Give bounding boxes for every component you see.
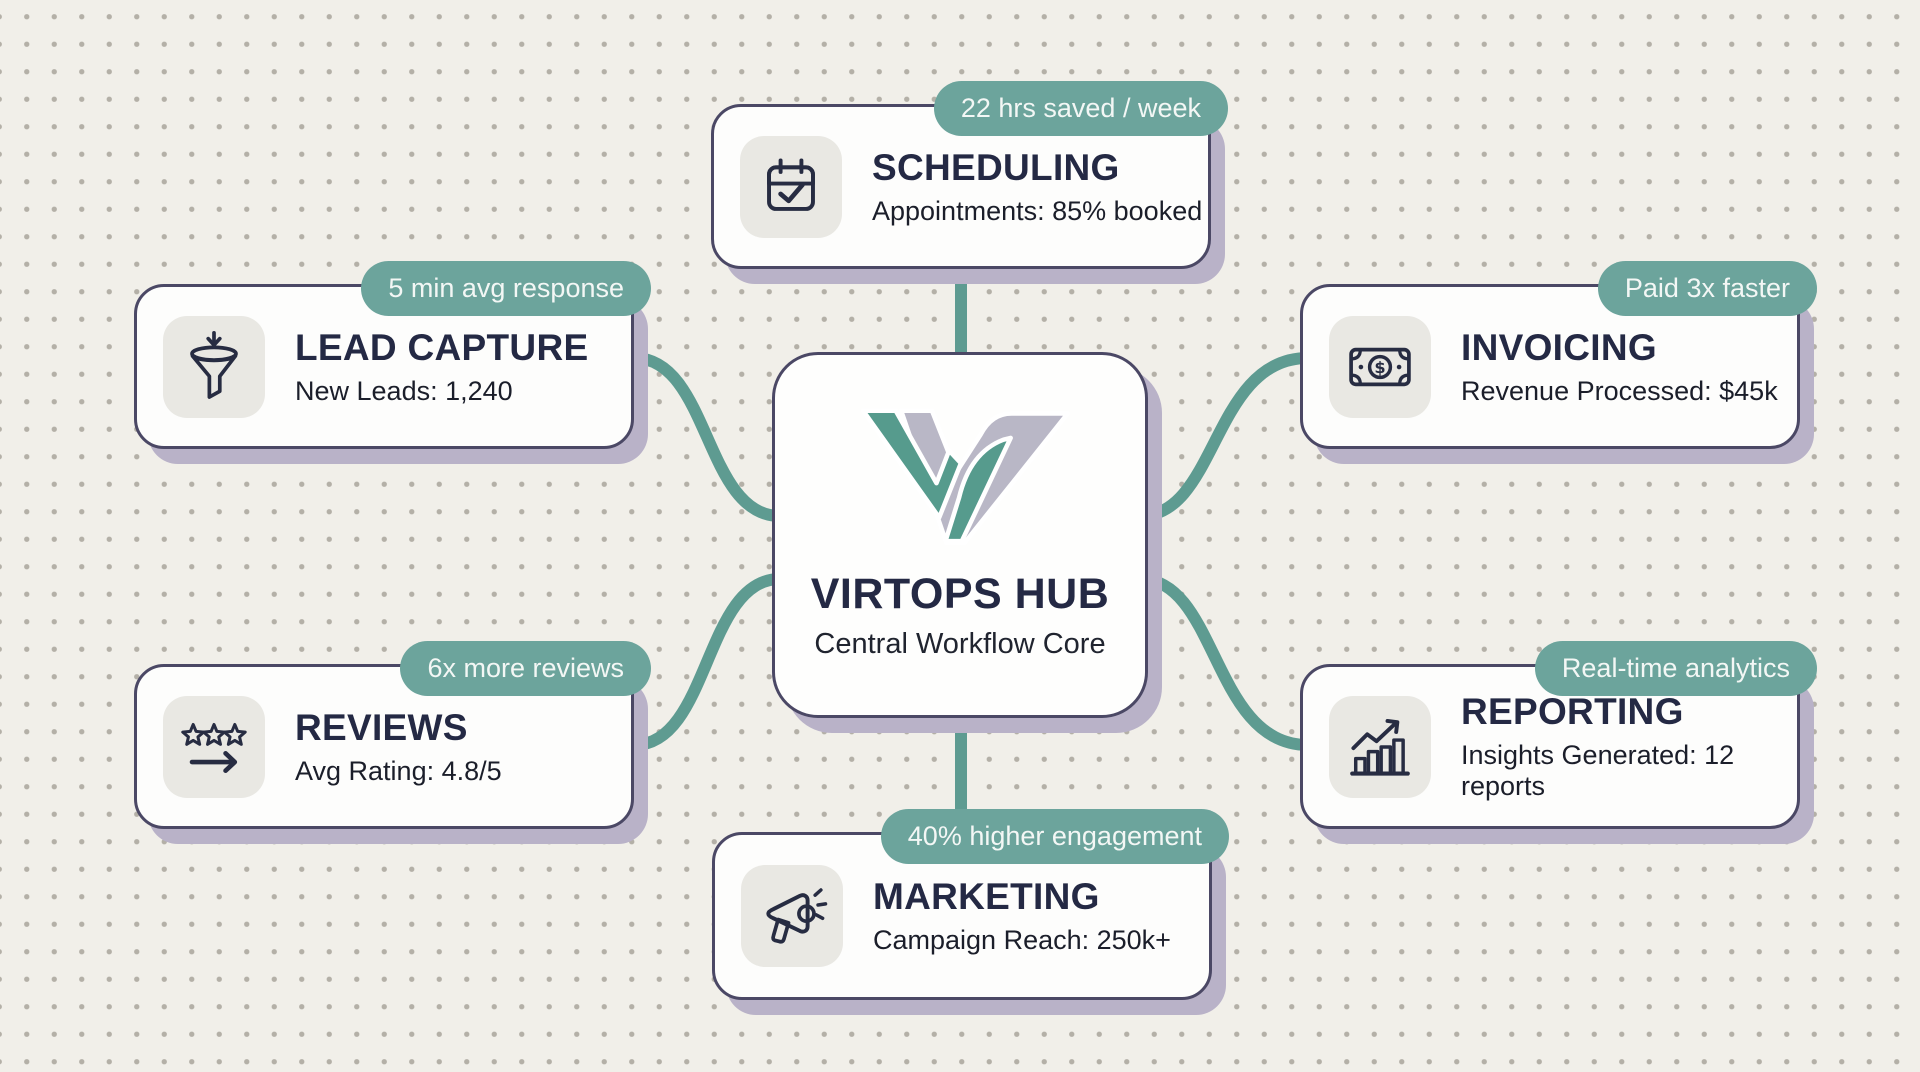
icon-tile	[740, 135, 842, 238]
virtops-v-logo-icon	[860, 408, 1070, 546]
status-badge: 40% higher engagement	[880, 809, 1229, 864]
node-stat: Appointments: 85% booked	[872, 195, 1203, 226]
node-card-invoicing: Paid 3x faster $ INVOICING Revenue Proce…	[1300, 261, 1817, 449]
chart-growth-icon	[1350, 718, 1410, 776]
megaphone-icon	[766, 888, 828, 944]
node-card-reporting: Real-time analytics REPORTING Insights G…	[1300, 641, 1817, 829]
icon-tile	[163, 695, 265, 798]
node-stat: Insights Generated: 12 reports	[1461, 740, 1735, 801]
node-title: LEAD CAPTURE	[295, 326, 589, 368]
node-title: REPORTING	[1461, 691, 1684, 732]
hub-title: VIRTOPS HUB	[810, 570, 1110, 618]
hub-card: VIRTOPS HUB Central Workflow Core	[772, 352, 1148, 718]
connector-reviews-hub	[628, 573, 786, 751]
hub-subtitle: Central Workflow Core	[814, 628, 1106, 660]
node-title: MARKETING	[873, 876, 1100, 917]
status-badge: Real-time analytics	[1534, 641, 1817, 696]
money-bill-icon: $	[1349, 347, 1411, 386]
connector-hub-invoicing	[1134, 352, 1314, 522]
icon-tile: $	[1329, 315, 1431, 418]
stars-arrow-icon	[181, 722, 247, 773]
status-badge: 5 min avg response	[361, 261, 651, 316]
node-card-scheduling: 22 hrs saved / week SCHEDULING Appointme…	[711, 81, 1228, 269]
status-badge: 22 hrs saved / week	[933, 81, 1228, 136]
node-stat: Campaign Reach: 250k+	[873, 925, 1171, 955]
node-card-reviews: 6x more reviews REVIEWS Avg Rating: 4.8/…	[134, 641, 651, 829]
node-card-marketing: 40% higher engagement MARKETING Campaign…	[712, 809, 1229, 1000]
calendar-check-icon	[767, 157, 815, 211]
status-badge: 6x more reviews	[400, 641, 651, 696]
status-badge: Paid 3x faster	[1597, 261, 1817, 316]
svg-text:$: $	[1374, 357, 1385, 376]
node-stat: Avg Rating: 4.8/5	[295, 755, 502, 786]
node-title: INVOICING	[1461, 326, 1657, 368]
funnel-icon	[190, 330, 238, 399]
node-title: REVIEWS	[295, 706, 468, 748]
node-stat: New Leads: 1,240	[295, 375, 513, 406]
node-card-lead-capture: 5 min avg response LEAD CAPTURE New Lead…	[134, 261, 651, 449]
icon-tile	[163, 315, 265, 418]
connector-lead-hub	[628, 352, 786, 522]
connector-hub-reporting	[1134, 573, 1314, 751]
icon-tile	[741, 865, 843, 967]
node-title: SCHEDULING	[872, 146, 1120, 188]
icon-tile	[1329, 695, 1431, 798]
node-stat: Revenue Processed: $45k	[1461, 375, 1778, 406]
